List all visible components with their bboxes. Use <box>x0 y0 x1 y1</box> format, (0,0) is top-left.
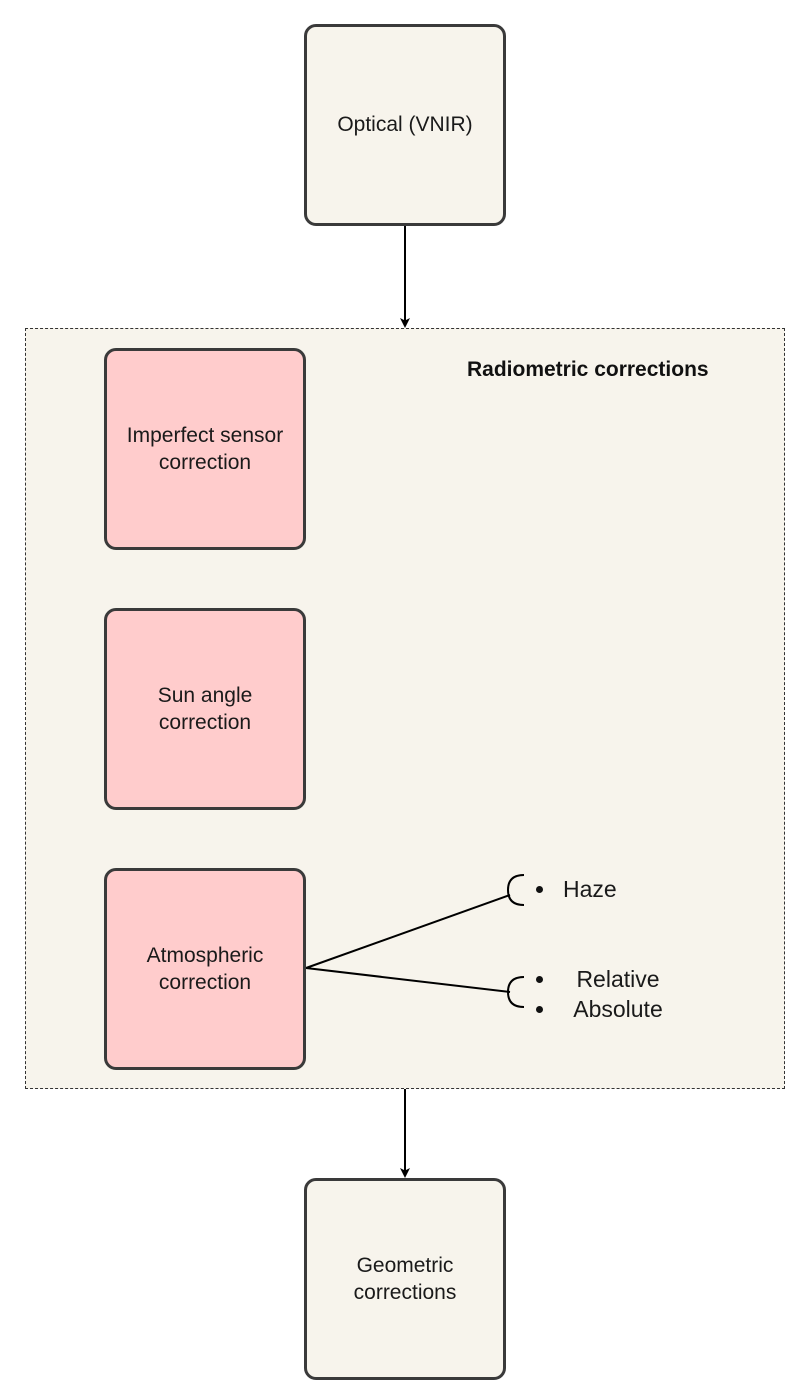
radiometric-corrections-title: Radiometric corrections <box>467 358 709 381</box>
geometric-corrections-label: Geometric corrections <box>353 1253 457 1304</box>
haze-item: Haze <box>533 874 617 904</box>
bullet-dot <box>536 976 543 983</box>
absolute-item: Absolute <box>533 994 673 1024</box>
calibration-list: Relative Absolute <box>533 964 673 1024</box>
imperfect-sensor-correction-label: Imperfect sensor correction <box>126 423 284 474</box>
sun-angle-correction-label: Sun angle correction <box>157 683 253 734</box>
relative-item: Relative <box>533 964 673 994</box>
imperfect-sensor-correction-node: Imperfect sensor correction <box>104 348 306 550</box>
atmospheric-correction-label: Atmospheric correction <box>146 943 264 994</box>
optical-vnir-label: Optical (VNIR) <box>337 113 473 137</box>
sun-angle-correction-node: Sun angle correction <box>104 608 306 810</box>
optical-vnir-node: Optical (VNIR) <box>304 24 506 226</box>
geometric-corrections-node: Geometric corrections <box>304 1178 506 1380</box>
bullet-dot <box>536 1006 543 1013</box>
bullet-dot <box>536 886 543 893</box>
atmospheric-correction-node: Atmospheric correction <box>104 868 306 1070</box>
haze-list: Haze <box>533 874 617 904</box>
